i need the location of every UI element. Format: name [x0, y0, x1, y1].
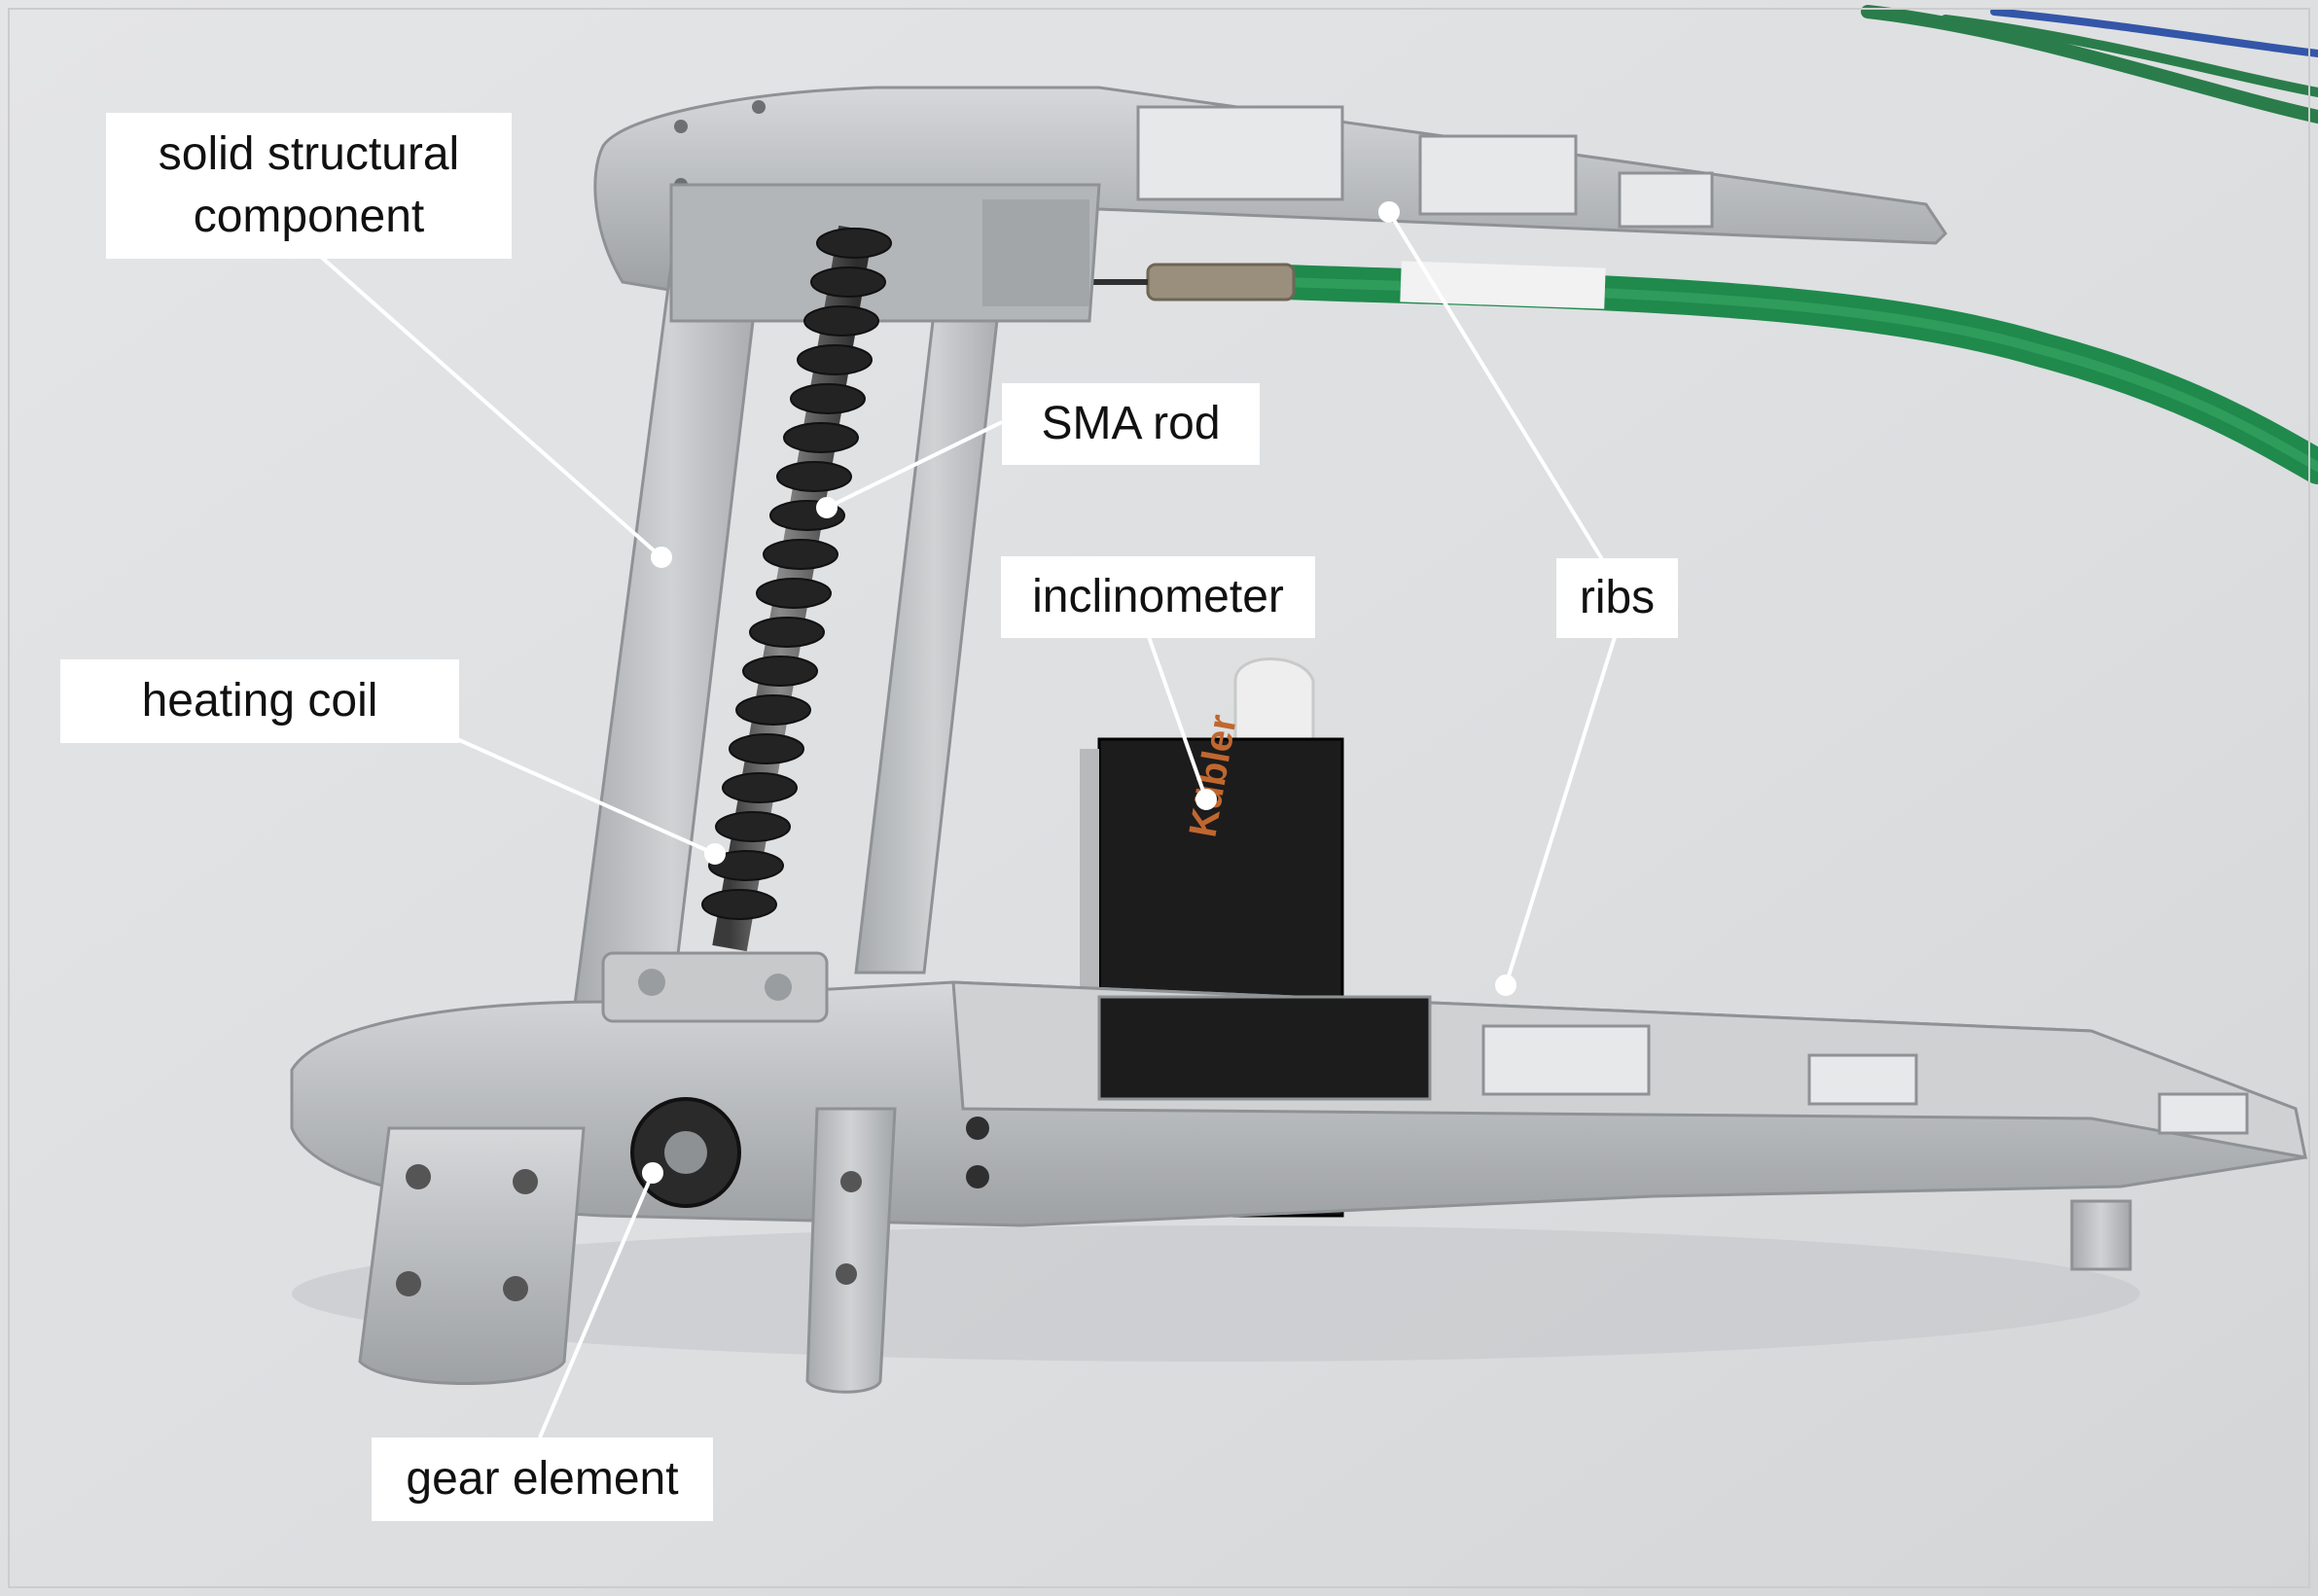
- sensor-cable: [1012, 261, 2318, 484]
- label-solid-structural-component: solid structural component: [106, 113, 512, 259]
- label-ribs: ribs: [1556, 558, 1678, 638]
- heating-coil: [701, 228, 892, 920]
- label-sma-rod: SMA rod: [1002, 383, 1260, 465]
- label-gear-element: gear element: [372, 1437, 713, 1521]
- label-heating-coil: heating coil: [60, 659, 459, 743]
- front-legs: [358, 1107, 897, 1394]
- label-inclinometer: inclinometer: [1001, 556, 1315, 638]
- structural-frame: [572, 183, 1101, 1013]
- bottom-rib: [290, 951, 2307, 1271]
- cables: [1861, 5, 2318, 124]
- shadow: [292, 1225, 2140, 1362]
- sma-rod-assembly: [701, 225, 892, 952]
- leader-lines: [319, 201, 1617, 1438]
